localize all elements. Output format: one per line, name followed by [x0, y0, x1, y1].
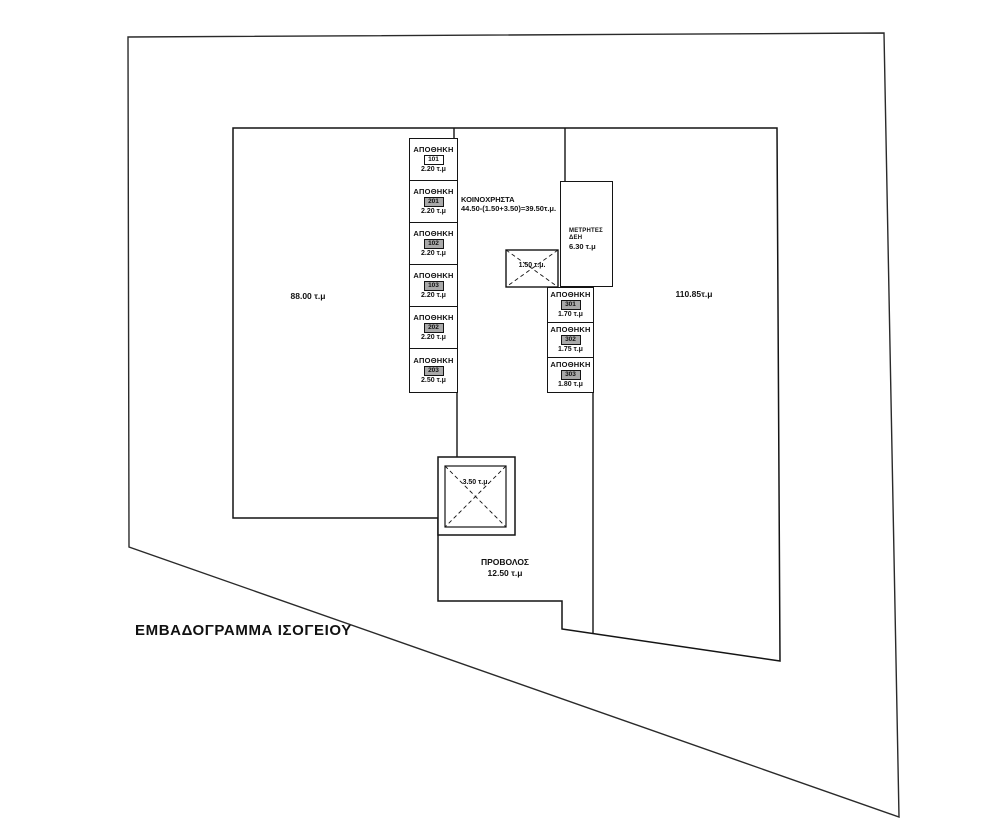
right-building-area-label: 110.85τ.μ	[675, 289, 713, 299]
storage-unit-number: 203	[423, 365, 444, 376]
storage-unit-number: 101	[423, 154, 444, 165]
storage-unit-number: 301	[560, 300, 581, 310]
storage-unit-area: 2.50 τ.μ	[421, 376, 446, 384]
building-footprint-outline	[232, 127, 781, 662]
storage-unit-number: 103	[423, 280, 444, 291]
small-shaft-cross-icon	[505, 249, 559, 288]
storage-unit-303: ΑΠΟΘΗΚΗ 303 1.80 τ.μ	[547, 357, 594, 393]
storage-unit-label: ΑΠΟΘΗΚΗ	[413, 270, 454, 280]
storage-unit-area: 1.70 τ.μ	[558, 311, 583, 318]
provolos-area: 12.50 τ.μ	[487, 568, 523, 578]
property-boundary-outline	[127, 32, 900, 818]
storage-unit-label: ΑΠΟΘΗΚΗ	[550, 290, 591, 299]
meters-room-line2: ΔΕΗ	[569, 234, 583, 241]
storage-unit-label: ΑΠΟΘΗΚΗ	[413, 312, 454, 322]
stair-core-area-label: 3.50 τ.μ.	[462, 479, 490, 486]
small-shaft-area-label: 1.50 τ.μ.	[518, 262, 546, 269]
storage-unit-area: 2.20 τ.μ	[421, 291, 446, 299]
storage-unit-number: 303	[560, 370, 581, 380]
storage-unit-101: ΑΠΟΘΗΚΗ 101 2.20 τ.μ	[409, 138, 458, 181]
storage-unit-203: ΑΠΟΘΗΚΗ 203 2.50 τ.μ	[409, 348, 458, 393]
storage-unit-302: ΑΠΟΘΗΚΗ 302 1.75 τ.μ	[547, 322, 594, 358]
storage-unit-number: 202	[423, 322, 444, 333]
storage-unit-202: ΑΠΟΘΗΚΗ 202 2.20 τ.μ	[409, 306, 458, 349]
meters-room-box: ΜΕΤΡΗΤΕΣ ΔΕΗ 6.30 τ.μ	[560, 181, 613, 287]
storage-unit-number: 102	[423, 238, 444, 249]
common-area-label: ΚΟΙΝΟΧΡΗΣΤΑ	[461, 195, 515, 204]
storage-unit-label: ΑΠΟΘΗΚΗ	[550, 325, 591, 334]
storage-unit-area: 1.75 τ.μ	[558, 346, 583, 353]
storage-unit-301: ΑΠΟΘΗΚΗ 301 1.70 τ.μ	[547, 287, 594, 323]
storage-unit-area: 2.20 τ.μ	[421, 165, 446, 173]
provolos-block: ΠΡΟΒΟΛΟΣ 12.50 τ.μ	[450, 557, 560, 579]
storage-unit-label: ΑΠΟΘΗΚΗ	[413, 355, 454, 365]
storage-unit-number: 302	[560, 335, 581, 345]
storage-unit-area: 2.20 τ.μ	[421, 207, 446, 215]
storage-unit-label: ΑΠΟΘΗΚΗ	[413, 144, 454, 154]
common-area-calc: 44.50-(1.50+3.50)=39.50τ.μ.	[461, 204, 557, 213]
left-building-area-label: 88.00 τ.μ	[290, 291, 326, 301]
meters-room-line1: ΜΕΤΡΗΤΕΣ	[569, 228, 603, 234]
storage-unit-103: ΑΠΟΘΗΚΗ 103 2.20 τ.μ	[409, 264, 458, 307]
storage-unit-201: ΑΠΟΘΗΚΗ 201 2.20 τ.μ	[409, 180, 458, 223]
meters-room-text: ΜΕΤΡΗΤΕΣ ΔΕΗ 6.30 τ.μ	[569, 228, 603, 251]
storage-unit-area: 2.20 τ.μ	[421, 333, 446, 341]
stair-core-cross-icon	[444, 465, 507, 528]
common-area-block: ΚΟΙΝΟΧΡΗΣΤΑ 44.50-(1.50+3.50)=39.50τ.μ.	[461, 195, 556, 213]
storage-unit-number: 201	[423, 196, 444, 207]
provolos-label: ΠΡΟΒΟΛΟΣ	[480, 557, 530, 567]
storage-unit-label: ΑΠΟΘΗΚΗ	[550, 360, 591, 369]
storage-unit-102: ΑΠΟΘΗΚΗ 102 2.20 τ.μ	[409, 222, 458, 265]
storage-unit-label: ΑΠΟΘΗΚΗ	[413, 186, 454, 196]
storage-unit-label: ΑΠΟΘΗΚΗ	[413, 228, 454, 238]
storage-unit-area: 2.20 τ.μ	[421, 249, 446, 257]
page-title: ΕΜΒΑΔΟΓΡΑΜΜΑ ΙΣΟΓΕΙΟΥ	[135, 622, 352, 639]
storage-unit-area: 1.80 τ.μ	[558, 381, 583, 388]
meters-room-area: 6.30 τ.μ	[569, 242, 596, 251]
